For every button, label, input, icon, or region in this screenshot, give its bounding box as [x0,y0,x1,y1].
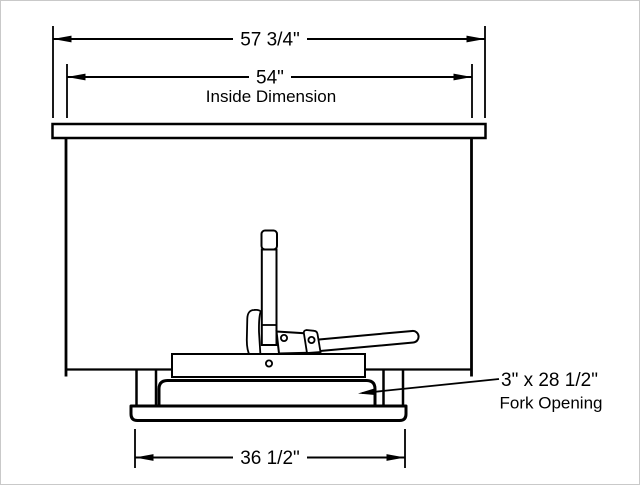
overall-width-label: 57 3/4" [240,30,300,51]
arrowhead-left-icon [135,454,154,461]
arrowhead-right-icon [453,73,472,81]
dimension-inside-width: 54" Inside Dimension [66,64,473,118]
arrowhead-right-icon [386,454,405,461]
dimension-text-mask [233,448,307,467]
dimension-text-mask [249,67,291,87]
latch-pin-right-icon [307,335,316,344]
arrowhead-right-icon [466,35,485,43]
dimension-text-mask [233,29,307,49]
latch-hook [245,308,262,357]
inside-width-label: 54" [256,68,284,89]
hopper-top-rim [51,122,487,140]
leader-arrowhead-icon [358,388,377,396]
latch-mechanism [171,229,420,378]
fork-opening-callout: 3" x 28 1/2" Fork Opening [358,370,603,413]
base-width-label: 36 1/2" [240,448,300,469]
base-plate-pin-icon [264,359,273,368]
handle-top-cap [260,229,278,251]
inside-width-caption: Inside Dimension [206,87,336,106]
fork-opening-size-label: 3" x 28 1/2" [501,370,598,391]
latch-pin-left-icon [279,333,288,342]
fork-opening-caption: Fork Opening [500,394,603,413]
dimension-overall-width: 57 3/4" [52,26,486,118]
arrowhead-left-icon [67,73,86,81]
hopper-base [129,369,408,422]
dimension-base-width: 36 1/2" [134,429,406,469]
arrowhead-left-icon [53,35,72,43]
leader-line [361,378,500,394]
handle-vertical-bar [260,248,278,346]
fork-tube-face [157,379,377,407]
base-skid [129,404,408,422]
